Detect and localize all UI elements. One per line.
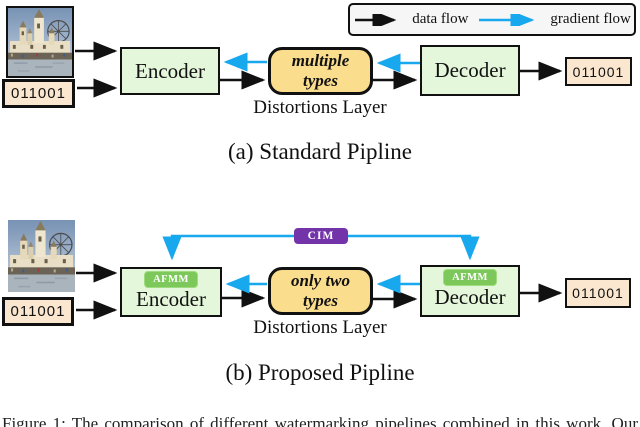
data-flow-label: data flow: [412, 11, 469, 27]
gradient-flow-arrow-icon: [479, 13, 535, 26]
pipeline-b-caption: (b) Proposed Pipline: [225, 360, 415, 385]
distortion-text-line2-b: types: [303, 291, 338, 310]
castle-photo-icon: [8, 220, 75, 292]
cim-badge: CIM: [294, 228, 348, 244]
distortions-layer-label-a: Distortions Layer: [253, 97, 387, 118]
data-flow-arrow-icon: [355, 13, 397, 26]
decoder-box-a: Decoder: [420, 45, 520, 96]
distortions-box-a: multiple types: [268, 47, 373, 95]
gradient-flow-label: gradient flow: [550, 11, 631, 27]
decoder-label-a: Decoder: [434, 58, 506, 82]
distortions-box-b: only two types: [268, 267, 373, 315]
encoder-box-b: AFMM Encoder: [120, 267, 222, 317]
pipeline-a-caption: (a) Standard Pipline: [228, 139, 412, 164]
distortions-layer-label-b: Distortions Layer: [253, 317, 387, 338]
flow-legend: data flow gradient flow: [348, 3, 636, 36]
cover-image-b: [8, 220, 75, 292]
encoder-label-b: Encoder: [136, 287, 206, 311]
output-bits-b: 011001: [565, 278, 631, 308]
input-bits-a: 011001: [2, 79, 75, 108]
distortion-text-line1-a: multiple: [291, 50, 350, 70]
encoder-label-a: Encoder: [135, 58, 205, 83]
figure-caption: Figure 1: The comparison of different wa…: [2, 414, 638, 427]
output-bits-a-value: 011001: [572, 63, 625, 80]
cover-image: [6, 6, 74, 78]
decoder-box-b: AFMM Decoder: [420, 265, 520, 317]
distortion-text-line1-b: only two: [290, 270, 351, 290]
input-bits-b-value: 011001: [10, 303, 66, 320]
afmm-badge-encoder: AFMM: [144, 271, 198, 288]
input-bits-a-value: 011001: [11, 85, 66, 102]
output-bits-a: 011001: [565, 57, 632, 86]
encoder-box-a: Encoder: [120, 47, 220, 95]
output-bits-b-value: 011001: [572, 285, 624, 301]
distortion-text-line2-a: types: [303, 71, 338, 90]
castle-photo-icon: [8, 8, 72, 76]
decoder-label-b: Decoder: [434, 285, 506, 309]
afmm-badge-decoder: AFMM: [443, 269, 497, 286]
input-bits-b: 011001: [2, 297, 74, 326]
